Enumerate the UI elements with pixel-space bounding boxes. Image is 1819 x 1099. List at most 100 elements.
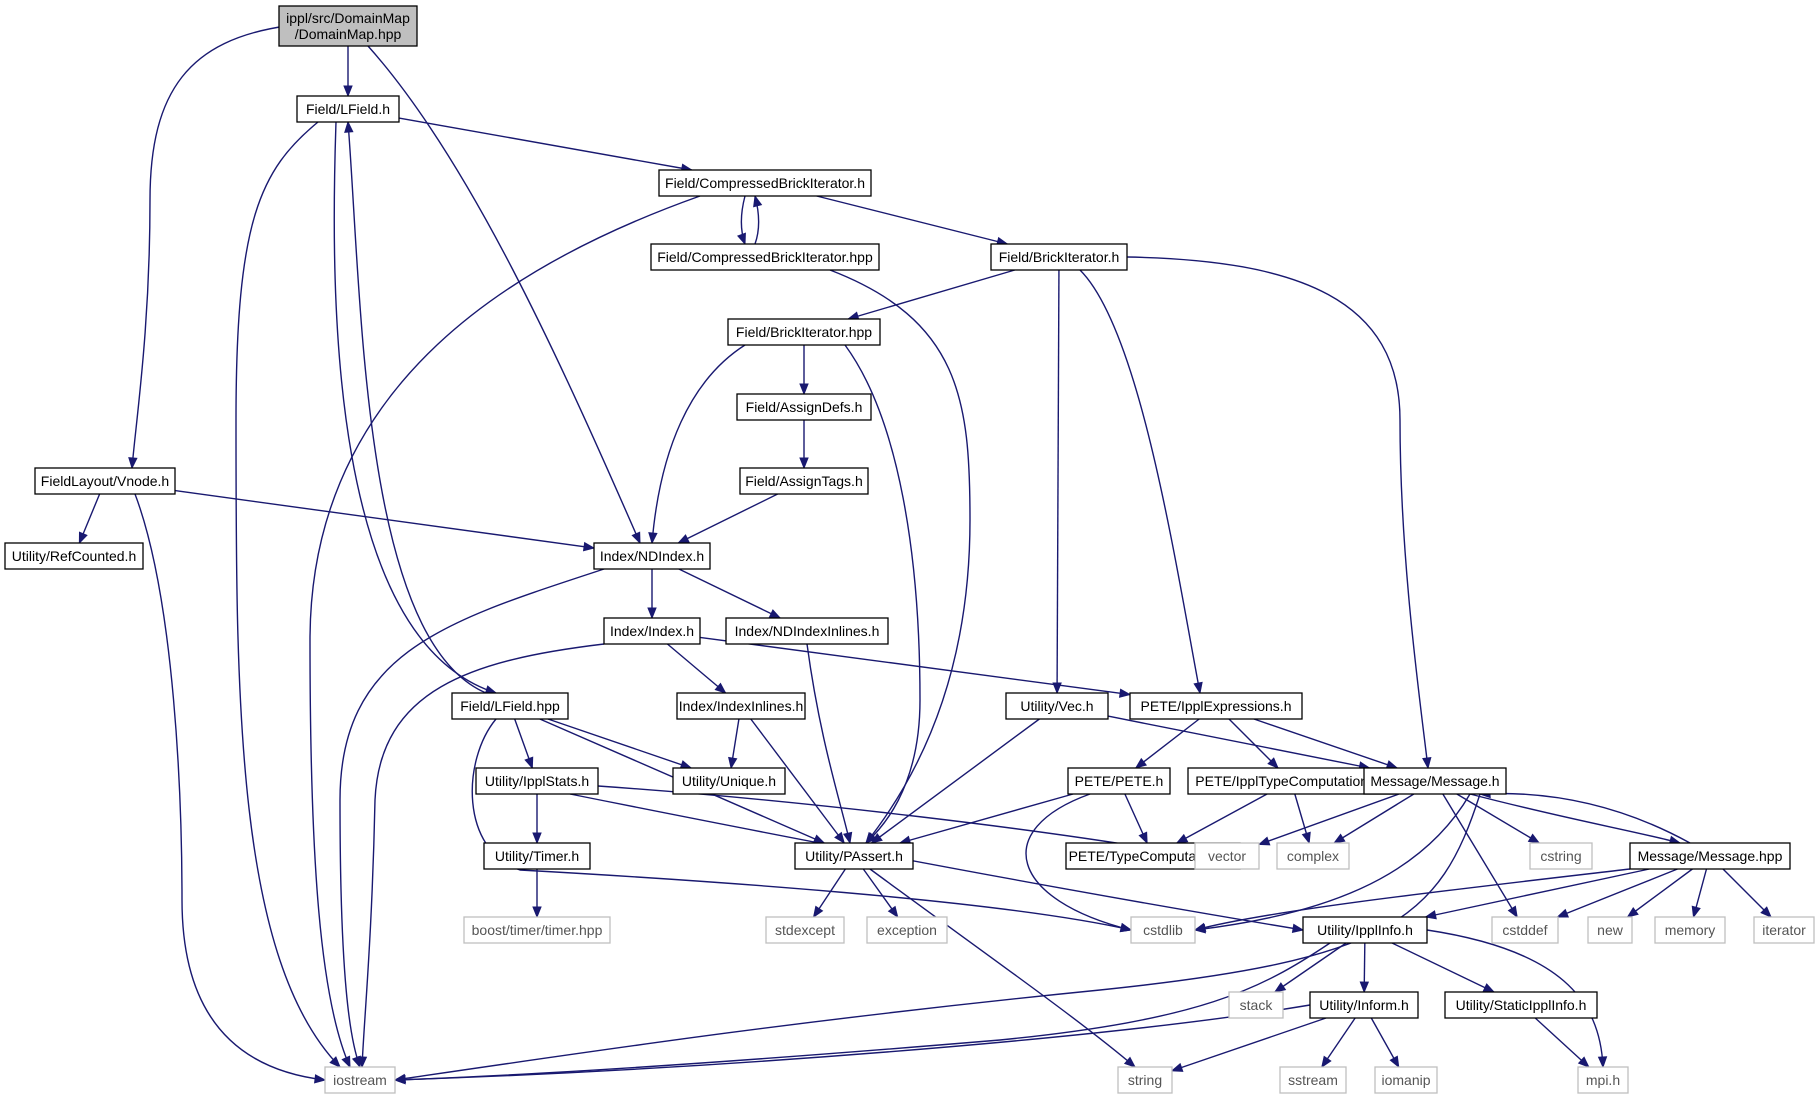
node-label: Index/Index.h: [610, 623, 694, 639]
node-box: [324, 1066, 396, 1094]
node-bi[interactable]: Field/BrickIterator.h: [990, 243, 1128, 271]
edge-arrowhead: [799, 457, 809, 470]
node-cstdlib: cstdlib: [1130, 916, 1196, 944]
edge-vnode-to-ndindex: [174, 489, 596, 552]
node-lfieldhpp[interactable]: Field/LField.hpp: [451, 692, 569, 720]
node-vnode[interactable]: FieldLayout/Vnode.h: [34, 467, 176, 495]
edge-arrowhead: [1597, 1056, 1608, 1069]
edge-lfieldhpp-to-lfield: [344, 120, 487, 694]
node-box: [1491, 916, 1559, 944]
node-pete[interactable]: PETE/PETE.h: [1067, 767, 1171, 795]
node-cbihpp[interactable]: Field/CompressedBrickIterator.hpp: [650, 243, 880, 271]
node-cstddef: cstddef: [1491, 916, 1559, 944]
edge-cbihpp-to-passert: [829, 269, 971, 845]
edge-bi-to-pexpr: [1079, 269, 1203, 695]
node-box: [278, 5, 418, 47]
edge-arrowhead: [1626, 906, 1639, 918]
node-indexinl[interactable]: Index/IndexInlines.h: [676, 692, 806, 720]
edge-arrowhead: [1119, 922, 1133, 933]
node-iomanip: iomanip: [1374, 1066, 1438, 1094]
node-messagehpp[interactable]: Message/Message.hpp: [1629, 842, 1791, 870]
node-lfield[interactable]: Field/LField.h: [296, 95, 400, 123]
node-label: Utility/Inform.h: [1319, 997, 1408, 1013]
edge-arrowhead: [1257, 836, 1271, 846]
node-index[interactable]: Index/Index.h: [603, 617, 701, 645]
node-box: [765, 916, 845, 944]
node-label: cstring: [1540, 848, 1581, 864]
edge-arrowhead: [631, 531, 641, 545]
node-label: /DomainMap.hpp: [295, 26, 402, 42]
node-label: string: [1128, 1072, 1162, 1088]
node-label: FieldLayout/Vnode.h: [41, 473, 169, 489]
edge-arrowhead: [887, 905, 899, 919]
edge-index-to-iostream: [357, 643, 605, 1069]
node-cbi[interactable]: Field/CompressedBrickIterator.h: [658, 169, 872, 197]
node-label: Utility/PAssert.h: [805, 848, 903, 864]
edge-arrowhead: [1556, 908, 1570, 918]
node-unique[interactable]: Utility/Unique.h: [672, 767, 786, 795]
edge-arrowhead: [582, 541, 596, 552]
node-ipplinfo[interactable]: Utility/IpplInfo.h: [1302, 916, 1428, 944]
edge-arrowhead: [647, 607, 657, 620]
edge-index-to-pexpr: [699, 636, 1132, 698]
node-box: [990, 243, 1128, 271]
node-message[interactable]: Message/Message.h: [1363, 767, 1507, 795]
node-new: new: [1587, 916, 1633, 944]
edge-messagehpp-to-cstdlib: [1193, 868, 1631, 932]
node-box: [603, 617, 701, 645]
node-box: [1753, 916, 1815, 944]
node-root[interactable]: ippl/src/DomainMap/DomainMap.hpp: [278, 5, 418, 47]
edge-arrowhead: [1193, 922, 1207, 932]
node-bihpp[interactable]: Field/BrickIterator.hpp: [727, 318, 881, 346]
node-box: [676, 692, 806, 720]
node-ipplstats[interactable]: Utility/IpplStats.h: [475, 767, 599, 795]
node-label: new: [1597, 922, 1624, 938]
node-refcounted[interactable]: Utility/RefCounted.h: [4, 542, 144, 570]
node-box: [1529, 842, 1593, 870]
node-assigndefs[interactable]: Field/AssignDefs.h: [736, 393, 872, 421]
node-label: exception: [877, 922, 937, 938]
node-timer[interactable]: Utility/Timer.h: [483, 842, 591, 870]
node-vec[interactable]: Utility/Vec.h: [1005, 692, 1109, 720]
edge-pexpr-to-pete: [1134, 718, 1200, 769]
node-vector: vector: [1194, 842, 1260, 870]
node-label: Field/LField.hpp: [460, 698, 560, 714]
edge-arrowhead: [1691, 905, 1701, 919]
edge-arrowhead: [1134, 757, 1148, 769]
edge-bihpp-to-ndindex: [648, 344, 746, 545]
node-ndindex[interactable]: Index/NDIndex.h: [593, 542, 711, 570]
node-label: boost/timer/timer.hpp: [472, 922, 603, 938]
edge-message-to-complex: [1332, 793, 1415, 844]
edge-lfieldhpp-to-ipplstats: [514, 718, 534, 770]
node-ndindexinl[interactable]: Index/NDIndexInlines.h: [725, 617, 889, 645]
edge-ptypecomp-to-typecomp: [1175, 793, 1268, 844]
edge-arrowhead: [865, 832, 877, 844]
node-label: memory: [1665, 922, 1716, 938]
edge-arrowhead: [1321, 1055, 1332, 1069]
edge-cbi-to-iostream: [309, 195, 701, 1069]
node-passert[interactable]: Utility/PAssert.h: [794, 842, 914, 870]
edge-cbi-to-cbihpp: [737, 195, 746, 246]
node-label: cstdlib: [1143, 922, 1183, 938]
edge-message-to-vector: [1257, 793, 1400, 846]
node-assigntags[interactable]: Field/AssignTags.h: [739, 467, 869, 495]
node-label: Utility/RefCounted.h: [12, 548, 137, 564]
node-label: Field/CompressedBrickIterator.hpp: [657, 249, 873, 265]
edge-ndindex-to-index: [647, 569, 657, 620]
node-label: Index/NDIndex.h: [600, 548, 704, 564]
node-label: Message/Message.h: [1370, 773, 1499, 789]
node-box: [451, 692, 569, 720]
node-ptypecomp[interactable]: PETE/IpplTypeComputations.h: [1187, 767, 1395, 795]
node-label: PETE/IpplTypeComputations.h: [1195, 773, 1386, 789]
node-box: [739, 467, 869, 495]
node-staticippl[interactable]: Utility/StaticIpplInfo.h: [1444, 991, 1598, 1019]
edge-messagehpp-to-iterator: [1722, 868, 1772, 918]
node-box: [1654, 916, 1726, 944]
edge-inform-to-sstream: [1321, 1017, 1356, 1069]
node-inform[interactable]: Utility/Inform.h: [1309, 991, 1419, 1019]
node-pexpr[interactable]: PETE/IpplExpressions.h: [1129, 692, 1303, 720]
edge-inform-to-iomanip: [1370, 1017, 1400, 1069]
edge-arrowhead: [1175, 833, 1189, 844]
edge-arrowhead: [1138, 831, 1148, 845]
node-box: [1374, 1066, 1438, 1094]
